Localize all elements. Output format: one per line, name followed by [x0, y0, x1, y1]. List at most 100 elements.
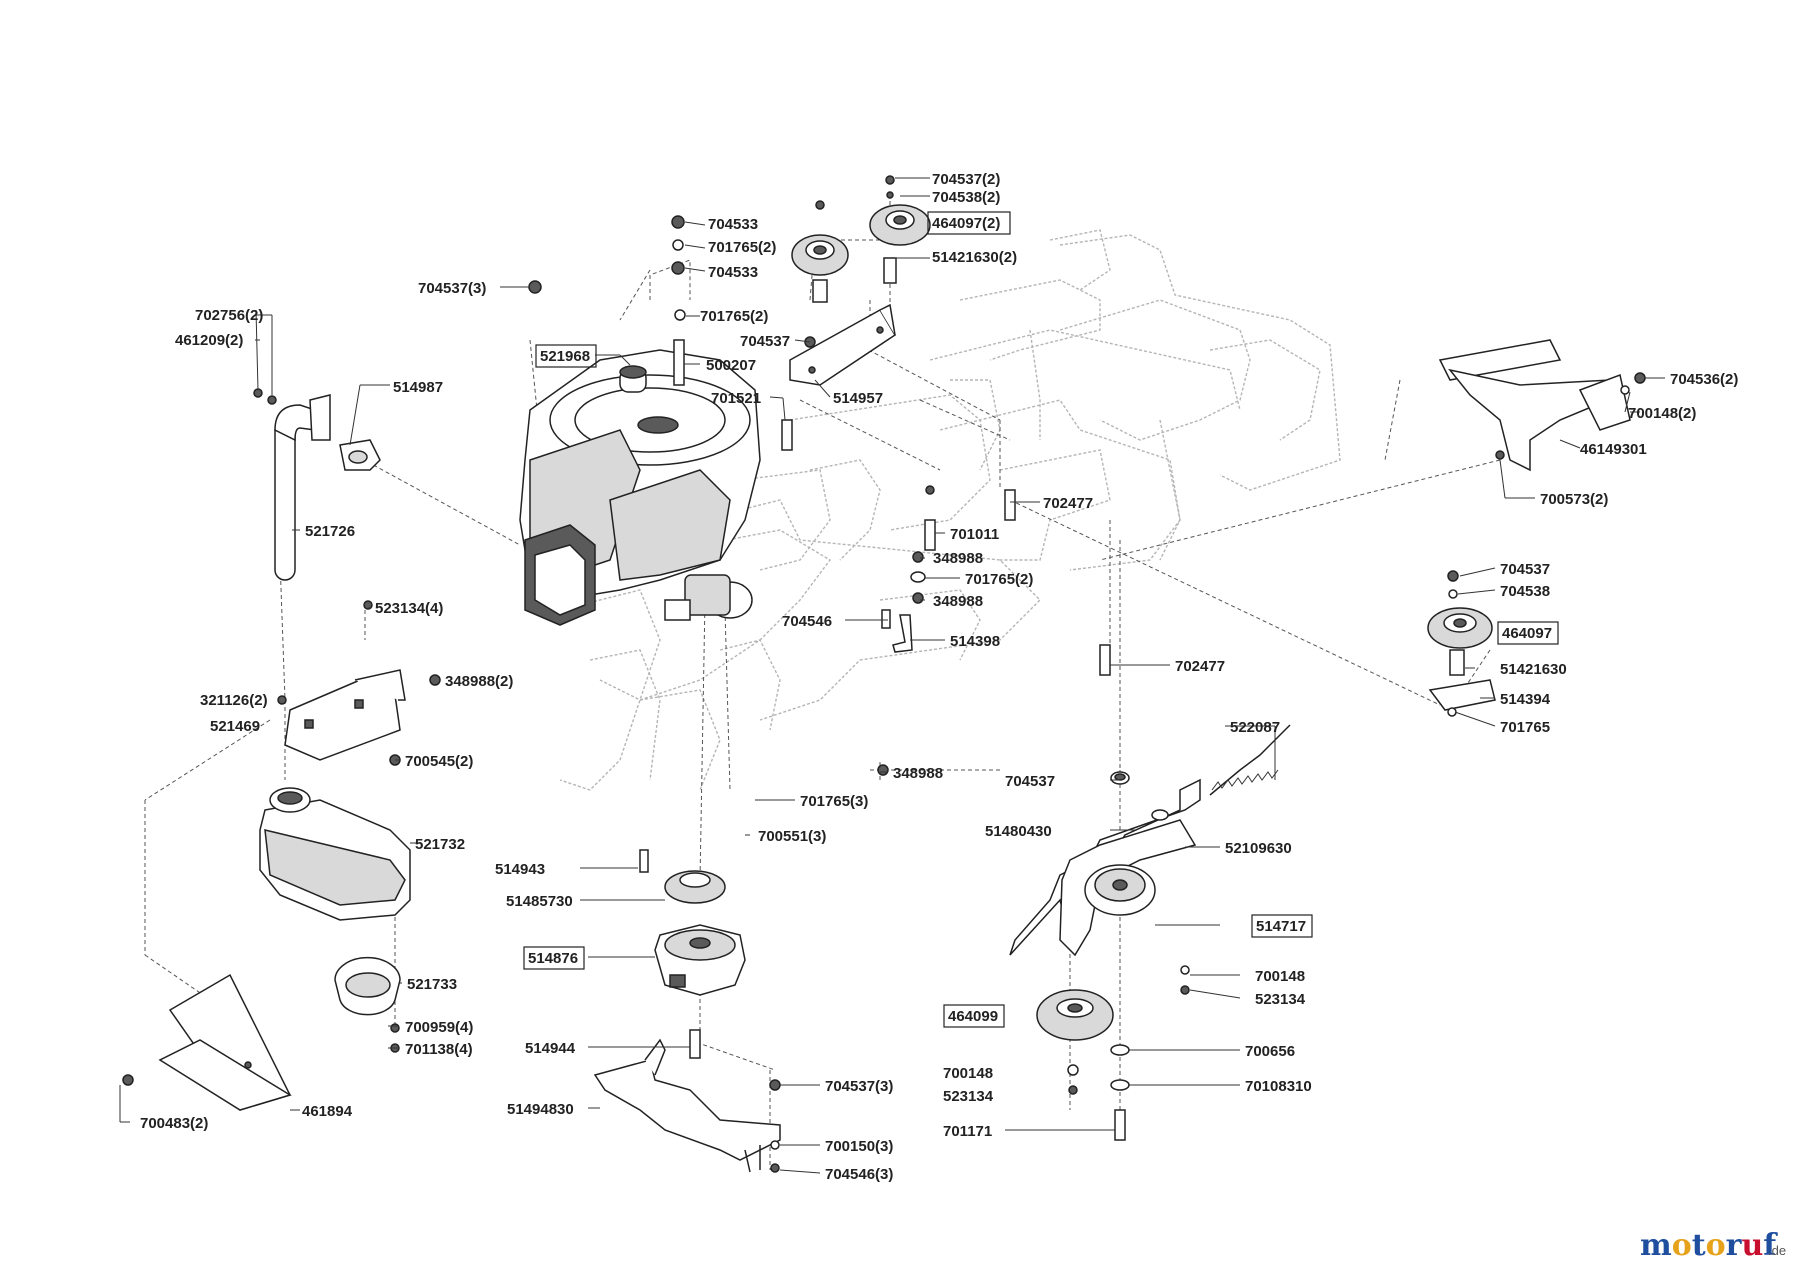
label-514943: 514943 — [495, 861, 545, 878]
label-46149301: 46149301 — [1580, 441, 1647, 458]
tension-spring — [1209, 724, 1291, 796]
label-704537-c: 704537 — [1005, 773, 1055, 790]
label-514394: 514394 — [1500, 691, 1551, 708]
label-704546-a: 704546 — [782, 613, 832, 630]
label-700150-3: 700150(3) — [825, 1138, 893, 1155]
label-701138-4: 701138(4) — [405, 1041, 473, 1058]
label-701765-2-a: 701765(2) — [708, 239, 776, 256]
label-522087: 522087 — [1230, 719, 1280, 736]
label-514717: 514717 — [1256, 918, 1306, 935]
label-51480430: 51480430 — [985, 823, 1052, 840]
label-704538: 704538 — [1500, 583, 1550, 600]
label-514957: 514957 — [833, 390, 883, 407]
assembly-lines — [144, 195, 1501, 1170]
logo-letter-4: o — [1706, 1228, 1726, 1263]
label-700551-3: 700551(3) — [758, 828, 826, 845]
label-704537-b: 704537 — [1500, 561, 1550, 578]
fasteners-top — [528, 215, 816, 451]
label-500207: 500207 — [706, 357, 756, 374]
label-701011: 701011 — [950, 526, 999, 543]
label-514944: 514944 — [525, 1040, 576, 1057]
exhaust-deflector — [334, 956, 401, 1053]
label-348988-2: 348988(2) — [445, 673, 513, 690]
label-701765-2-b: 701765(2) — [700, 308, 768, 325]
right-idler-pulley — [1427, 570, 1496, 717]
label-701765: 701765 — [1500, 719, 1550, 736]
label-51494830: 51494830 — [507, 1101, 574, 1118]
label-348988-a: 348988 — [933, 550, 983, 567]
label-700483-2: 700483(2) — [140, 1115, 208, 1132]
label-70108310: 70108310 — [1245, 1078, 1312, 1095]
label-702477-b: 702477 — [1175, 658, 1225, 675]
tensioner-arm — [1009, 771, 1201, 1141]
box-464099 — [943, 1004, 1005, 1028]
logo-letter-3: t — [1692, 1228, 1706, 1263]
label-514876: 514876 — [528, 950, 578, 967]
engine — [519, 349, 761, 626]
label-523134-4: 523134(4) — [375, 600, 443, 617]
label-704533-b: 704533 — [708, 264, 758, 281]
idler-bracket — [789, 303, 897, 386]
part-labels: 704537(2) 704538(2) 464097(2) 51421630(2… — [140, 171, 1738, 1183]
label-701171: 701171 — [943, 1123, 992, 1140]
exhaust-pipe — [253, 388, 381, 581]
label-701765-2-c: 701765(2) — [965, 571, 1033, 588]
label-461209-2: 461209(2) — [175, 332, 243, 349]
label-704546-3: 704546(3) — [825, 1166, 893, 1183]
label-700573-2: 700573(2) — [1540, 491, 1608, 508]
label-461894: 461894 — [302, 1103, 353, 1120]
label-700148-2: 700148(2) — [1628, 405, 1696, 422]
label-704537-a: 704537 — [740, 333, 790, 350]
label-523134-a: 523134 — [1255, 991, 1306, 1008]
label-348988-c: 348988 — [893, 765, 943, 782]
label-704533-a: 704533 — [708, 216, 758, 233]
svg-text:motoruf: motoruf — [1640, 1228, 1778, 1263]
label-700148-b: 700148 — [943, 1065, 993, 1082]
label-700148-a: 700148 — [1255, 968, 1305, 985]
box-521968 — [535, 344, 597, 368]
box-464097-2 — [927, 211, 1011, 235]
label-514398: 514398 — [950, 633, 1000, 650]
label-464097: 464097 — [1502, 625, 1552, 642]
label-464097-2: 464097(2) — [932, 215, 1000, 232]
motoruf-watermark-logo: motoruf .de — [1640, 1228, 1786, 1263]
logo-letter-6: u — [1741, 1228, 1763, 1263]
label-700959-4: 700959(4) — [405, 1019, 473, 1036]
box-514717 — [1251, 914, 1313, 938]
label-521726: 521726 — [305, 523, 355, 540]
logo-letter-5: r — [1726, 1228, 1743, 1263]
label-704537-3-a: 704537(3) — [418, 280, 486, 297]
label-702756-2: 702756(2) — [195, 307, 263, 324]
label-701765-3: 701765(3) — [800, 793, 868, 810]
label-51485730: 51485730 — [506, 893, 573, 910]
label-521968: 521968 — [540, 348, 590, 365]
logo-letter-1: m — [1640, 1228, 1672, 1263]
top-idler-pulleys — [791, 175, 931, 303]
label-704537-3-b: 704537(3) — [825, 1078, 893, 1095]
label-348988-b: 348988 — [933, 593, 983, 610]
deflector-plate — [122, 973, 292, 1111]
label-523134-b: 523134 — [943, 1088, 994, 1105]
label-521469: 521469 — [210, 718, 260, 735]
label-704536-2: 704536(2) — [1670, 371, 1738, 388]
chassis-frame — [559, 229, 1341, 791]
pto-clutch — [639, 849, 746, 1059]
label-464099: 464099 — [948, 1008, 998, 1025]
logo-letter-2: o — [1672, 1228, 1692, 1263]
box-464097 — [1497, 621, 1559, 645]
label-521733: 521733 — [407, 976, 457, 993]
label-701521: 701521 — [711, 390, 761, 407]
label-321126-2: 321126(2) — [200, 692, 268, 709]
label-702477-a: 702477 — [1043, 495, 1093, 512]
label-700656: 700656 — [1245, 1043, 1295, 1060]
leader-lines — [119, 177, 1665, 1174]
label-51421630: 51421630 — [1500, 661, 1567, 678]
label-51421630-2: 51421630(2) — [932, 249, 1017, 266]
clutch-bracket — [593, 1038, 781, 1173]
center-fasteners — [877, 485, 1111, 776]
label-704538-2: 704538(2) — [932, 189, 1000, 206]
label-704537-2: 704537(2) — [932, 171, 1000, 188]
logo-suffix: .de — [1768, 1243, 1786, 1258]
logo-letter-7: f — [1763, 1228, 1778, 1263]
